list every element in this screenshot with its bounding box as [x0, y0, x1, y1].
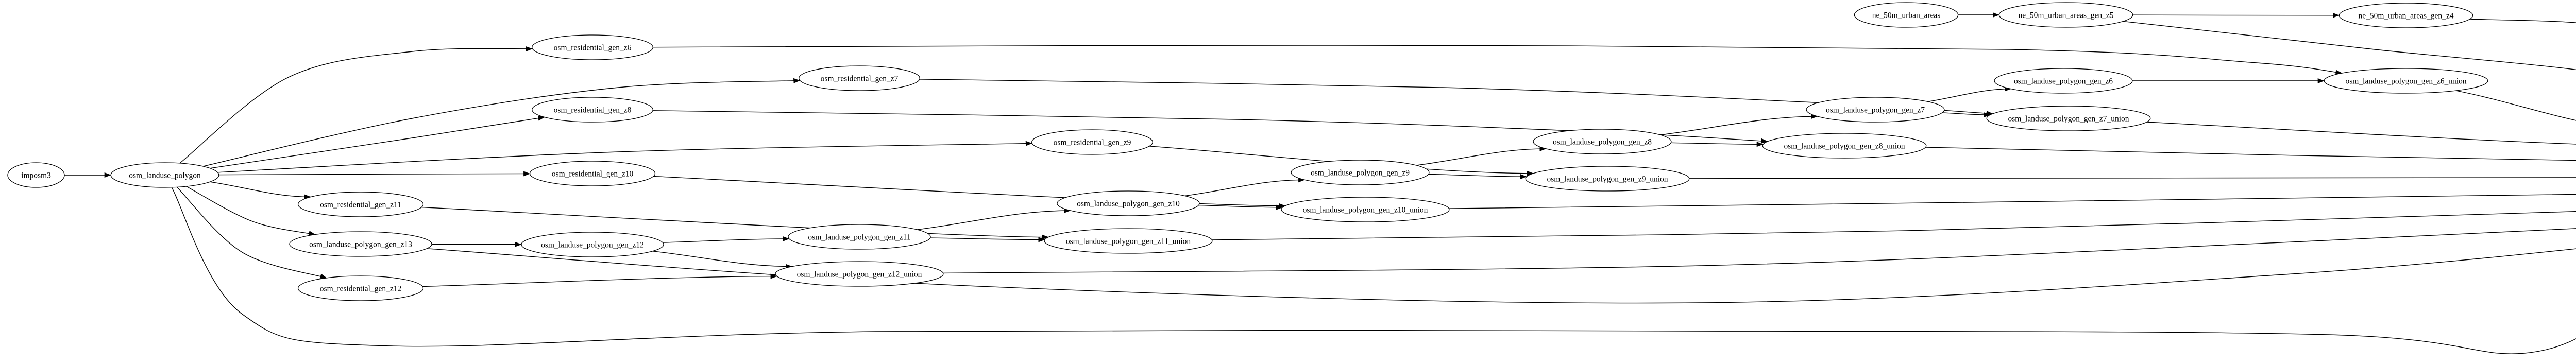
- node-osm_landuse_polygon_gen_z12: osm_landuse_polygon_gen_z12: [521, 232, 664, 257]
- node-ne_50m_urban_areas: ne_50m_urban_areas: [1854, 3, 1958, 27]
- edge-osm_landuse_polygon_gen_z8--osm_landuse_polygon_gen_z8_union: [1671, 143, 1763, 144]
- node-label: osm_landuse_polygon_gen_z13: [309, 240, 412, 249]
- node-osm_residential_gen_z10: osm_residential_gen_z10: [530, 161, 655, 186]
- node-label: osm_landuse_polygon_gen_z10: [1077, 200, 1180, 209]
- node-label: osm_residential_gen_z11: [320, 201, 401, 210]
- edge-osm_landuse_polygon_gen_z9--osm_landuse_polygon_gen_z8: [1416, 149, 1546, 165]
- node-label: osm_landuse_polygon_gen_z12_union: [797, 270, 922, 279]
- node-label: imposm3: [21, 171, 51, 180]
- edge-osm_landuse_polygon_gen_z13--layer_landuse-z13: [427, 240, 2576, 303]
- node-label: osm_residential_gen_z8: [554, 106, 632, 115]
- edge-ne_50m_urban_areas_gen_z4--layer_landuse-z4: [2470, 19, 2576, 99]
- node-osm_landuse_polygon_gen_z6: osm_landuse_polygon_gen_z6: [1994, 68, 2132, 93]
- edge-osm_landuse_polygon_gen_z10_union--layer_landuse-z10: [1449, 193, 2576, 209]
- node-osm_landuse_polygon_gen_z8: osm_landuse_polygon_gen_z8: [1533, 129, 1671, 154]
- node-label: osm_landuse_polygon_gen_z6_union: [2345, 77, 2466, 86]
- node-osm_landuse_polygon_gen_z9: osm_landuse_polygon_gen_z9: [1291, 160, 1429, 185]
- edge-osm_residential_gen_z11--osm_landuse_polygon_gen_z11_union: [421, 207, 1048, 237]
- edge-osm_residential_gen_z12--osm_landuse_polygon_gen_z12_union: [422, 276, 777, 287]
- edge-osm_landuse_polygon_gen_z11--osm_landuse_polygon_gen_z11_union: [930, 238, 1045, 239]
- node-label: osm_residential_gen_z7: [821, 75, 899, 83]
- node-osm_landuse_polygon_gen_z10_union: osm_landuse_polygon_gen_z10_union: [1281, 197, 1449, 222]
- node-osm_residential_gen_z6: osm_residential_gen_z6: [532, 35, 653, 60]
- node-label: osm_landuse_polygon_gen_z10_union: [1303, 206, 1428, 215]
- node-label: osm_landuse_polygon_gen_z6: [2014, 77, 2113, 86]
- node-label: osm_landuse_polygon_gen_z9: [1311, 169, 1410, 178]
- node-label: osm_landuse_polygon: [129, 171, 201, 180]
- node-label: osm_residential_gen_z9: [1054, 138, 1131, 147]
- edge-osm_landuse_polygon--osm_residential_gen_z11: [210, 182, 311, 197]
- node-ne_50m_urban_areas_gen_z4: ne_50m_urban_areas_gen_z4: [2339, 3, 2473, 28]
- edge-osm_landuse_polygon_gen_z7--osm_landuse_polygon_gen_z6: [1928, 89, 2011, 102]
- node-label: osm_landuse_polygon_gen_z8_union: [1784, 142, 1905, 151]
- edge-osm_landuse_polygon_gen_z12--osm_landuse_polygon_gen_z12_union: [653, 251, 792, 267]
- edge-osm_landuse_polygon--osm_residential_gen_z10: [219, 174, 530, 175]
- edge-osm_landuse_polygon_gen_z6_union--layer_landuse-z6: [2456, 91, 2576, 130]
- edge-osm_landuse_polygon_gen_z8_union--layer_landuse-z8: [1926, 147, 2576, 162]
- edge-layer: [64, 15, 2576, 354]
- node-osm_landuse_polygon_gen_z6_union: osm_landuse_polygon_gen_z6_union: [2324, 68, 2488, 93]
- edge-osm_landuse_polygon_gen_z7_union--layer_landuse-z7: [2147, 122, 2576, 146]
- edge-osm_landuse_polygon--osm_residential_gen_z6: [180, 48, 532, 163]
- node-label: osm_residential_gen_z6: [554, 44, 632, 53]
- node-osm_landuse_polygon_gen_z7_union: osm_landuse_polygon_gen_z7_union: [1987, 106, 2150, 131]
- edge-osm_landuse_polygon_gen_z8--osm_landuse_polygon_gen_z7: [1660, 116, 1818, 135]
- node-osm_landuse_polygon_gen_z13: osm_landuse_polygon_gen_z13: [290, 232, 432, 256]
- node-osm_landuse_polygon_gen_z11: osm_landuse_polygon_gen_z11: [788, 224, 930, 249]
- node-label: osm_landuse_polygon_gen_z7_union: [2008, 115, 2129, 124]
- edge-osm_landuse_polygon--osm_residential_gen_z7: [203, 80, 800, 166]
- edge-osm_landuse_polygon_gen_z9--osm_landuse_polygon_gen_z9_union: [1429, 174, 1527, 177]
- node-osm_landuse_polygon_gen_z11_union: osm_landuse_polygon_gen_z11_union: [1044, 229, 1212, 253]
- node-imposm3: imposm3: [8, 163, 64, 187]
- node-osm_residential_gen_z7: osm_residential_gen_z7: [799, 66, 920, 91]
- node-label: osm_residential_gen_z10: [552, 170, 634, 179]
- node-label: ne_50m_urban_areas_gen_z4: [2358, 12, 2453, 21]
- node-label: ne_50m_urban_areas: [1872, 11, 1941, 20]
- node-label: osm_landuse_polygon_gen_z11_union: [1066, 237, 1191, 246]
- node-osm_landuse_polygon_gen_z12_union: osm_landuse_polygon_gen_z12_union: [775, 262, 943, 286]
- edge-osm_landuse_polygon_gen_z12--osm_landuse_polygon_gen_z11: [663, 239, 789, 242]
- node-label: osm_residential_gen_z12: [320, 285, 401, 293]
- node-label: osm_landuse_polygon_gen_z8: [1553, 138, 1652, 147]
- node-label: osm_landuse_polygon_gen_z9_union: [1547, 175, 1668, 184]
- edge-osm_landuse_polygon--osm_landuse_polygon_gen_z13: [187, 186, 315, 235]
- edge-osm_landuse_polygon--osm_residential_gen_z8: [210, 117, 545, 168]
- node-osm_landuse_polygon_gen_z10: osm_landuse_polygon_gen_z10: [1057, 191, 1199, 216]
- node-osm_landuse_polygon_gen_z9_union: osm_landuse_polygon_gen_z9_union: [1526, 166, 1689, 191]
- node-ne_50m_urban_areas_gen_z5: ne_50m_urban_areas_gen_z5: [1999, 3, 2133, 27]
- node-osm_landuse_polygon: osm_landuse_polygon: [111, 163, 219, 187]
- edge-osm_landuse_polygon_gen_z11--osm_landuse_polygon_gen_z10: [917, 211, 1071, 230]
- edge-osm_landuse_polygon_gen_z9_union--layer_landuse-z9: [1689, 178, 2576, 179]
- edge-ne_50m_urban_areas_gen_z5--layer_landuse-z5: [2123, 21, 2576, 114]
- node-osm_residential_gen_z9: osm_residential_gen_z9: [1032, 130, 1153, 154]
- node-label: osm_landuse_polygon_gen_z12: [541, 241, 644, 250]
- node-osm_residential_gen_z8: osm_residential_gen_z8: [532, 97, 653, 122]
- edge-osm_landuse_polygon_gen_z10--osm_landuse_polygon_gen_z9: [1185, 180, 1305, 196]
- node-osm_residential_gen_z12: osm_residential_gen_z12: [298, 276, 423, 301]
- edge-osm_residential_gen_z6--osm_landuse_polygon_gen_z6_union: [653, 45, 2342, 73]
- node-label: ne_50m_urban_areas_gen_z5: [2018, 11, 2113, 20]
- node-label: osm_landuse_polygon_gen_z7: [1826, 106, 1925, 115]
- node-osm_landuse_polygon_gen_z7: osm_landuse_polygon_gen_z7: [1806, 97, 1944, 122]
- node-osm_residential_gen_z11: osm_residential_gen_z11: [298, 192, 423, 217]
- node-osm_landuse_polygon_gen_z8_union: osm_landuse_polygon_gen_z8_union: [1762, 133, 1926, 158]
- node-label: osm_landuse_polygon_gen_z11: [808, 233, 910, 242]
